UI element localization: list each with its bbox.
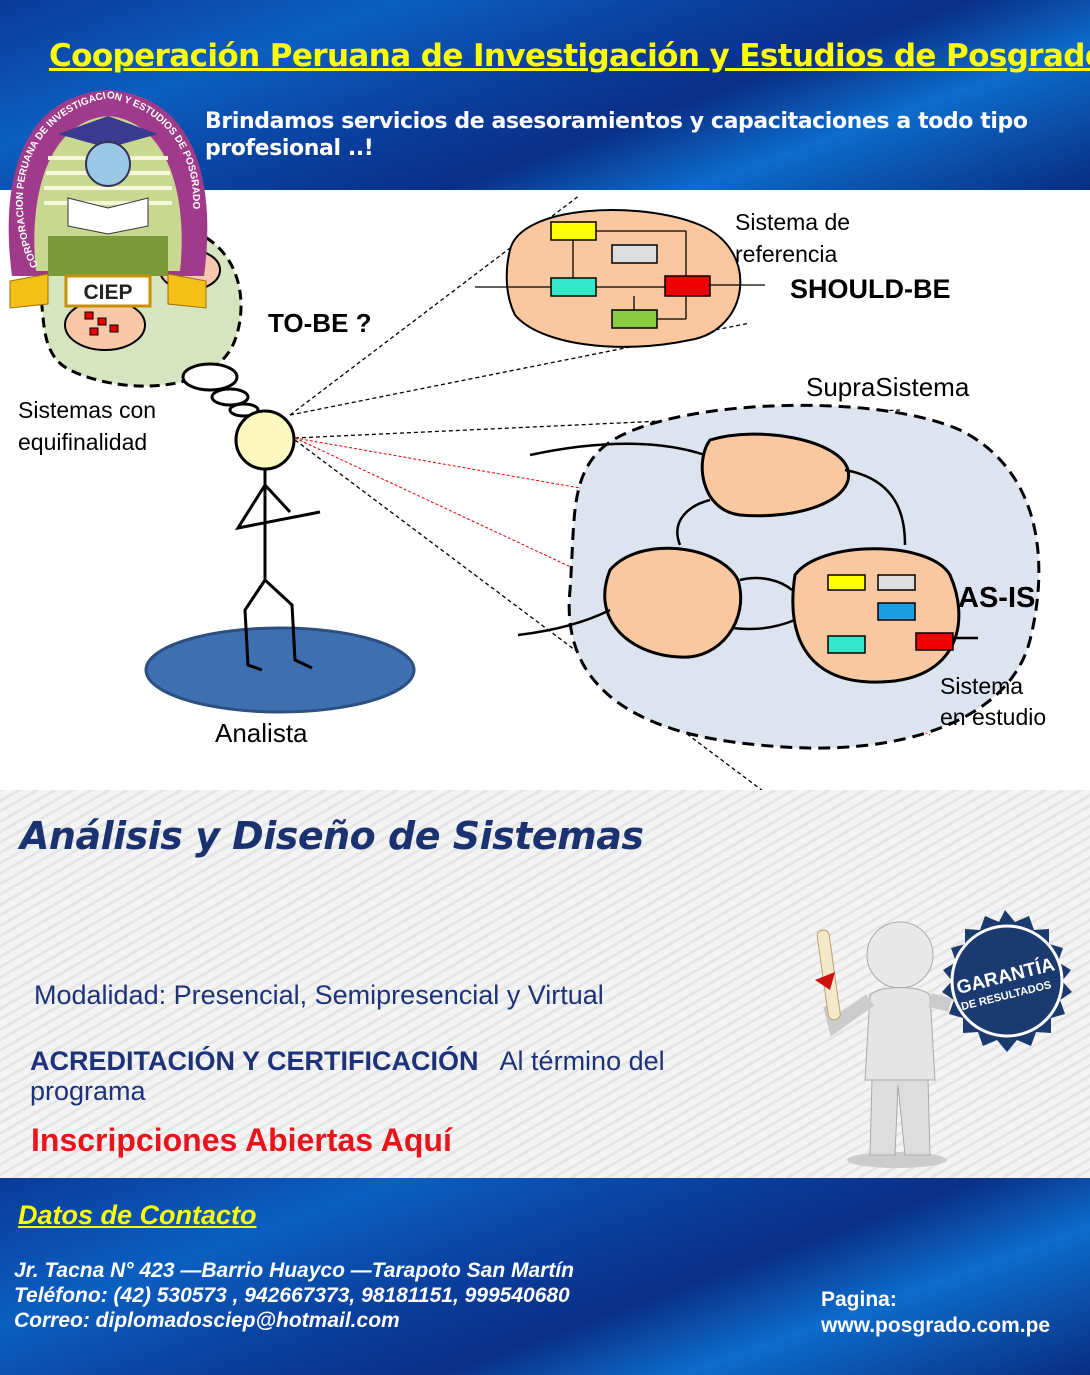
organization-title: Cooperación Peruana de Investigación y E… — [49, 38, 1090, 74]
reference-label: Sistema de — [735, 209, 850, 235]
reference-system — [475, 209, 765, 348]
enrollment-link[interactable]: Inscripciones Abiertas Aquí — [31, 1122, 452, 1158]
course-section: Análisis y Diseño de Sistemas Modalidad:… — [0, 790, 1090, 1178]
tagline: Brindamos servicios de asesoramientos y … — [205, 109, 1028, 161]
study-system-label-2: en estudio — [940, 704, 1046, 730]
email-link[interactable]: Correo: diplomadosciep@hotmail.com — [14, 1309, 400, 1332]
analyst-label: Analista — [215, 718, 308, 748]
guarantee-badge: GARANTÍA DE RESULTADOS — [942, 910, 1072, 1052]
address-text: Jr. Tacna N° 423 —Barrio Huayco —Tarapot… — [14, 1259, 574, 1282]
logo-acronym: CIEP — [83, 281, 132, 304]
thought-bubbles — [181, 362, 260, 418]
modality-text: Modalidad: Presencial, Semipresencial y … — [34, 980, 604, 1010]
reference-label-2: referencia — [735, 241, 837, 267]
ciep-logo: CORPORACION PERUANA DE INVESTIGACION Y E… — [8, 90, 208, 309]
equifinality-label-2: equifinalidad — [18, 429, 147, 455]
phone-text: Teléfono: (42) 530573 , 942667373, 98181… — [14, 1284, 570, 1307]
as-is-label: AS-IS — [958, 582, 1035, 614]
accreditation-detail: Al término del programa — [30, 1046, 665, 1106]
to-be-label: TO-BE ? — [268, 308, 372, 338]
website-link[interactable]: www.posgrado.com.pe — [821, 1314, 1051, 1337]
supra-system-label: SupraSistema — [806, 372, 970, 402]
website-label: Pagina: — [821, 1288, 897, 1311]
contact-heading: Datos de Contacto — [18, 1200, 257, 1230]
study-system-label: Sistema — [940, 673, 1023, 699]
person-with-diploma-icon — [815, 921, 952, 1168]
analyst-figure — [144, 409, 416, 714]
should-be-label: SHOULD-BE — [790, 274, 951, 304]
course-title: Análisis y Diseño de Sistemas — [20, 814, 644, 858]
equifinality-label: Sistemas con — [18, 397, 156, 423]
accreditation-text: ACREDITACIÓN Y CERTIFICACIÓN Al término … — [30, 1046, 770, 1106]
accreditation-heading: ACREDITACIÓN Y CERTIFICACIÓN — [30, 1046, 479, 1076]
supra-system — [517, 403, 1041, 750]
contact-footer: Datos de Contacto Jr. Tacna N° 423 —Barr… — [0, 1178, 1090, 1375]
guarantee-figure: GARANTÍA DE RESULTADOS — [815, 910, 1072, 1168]
